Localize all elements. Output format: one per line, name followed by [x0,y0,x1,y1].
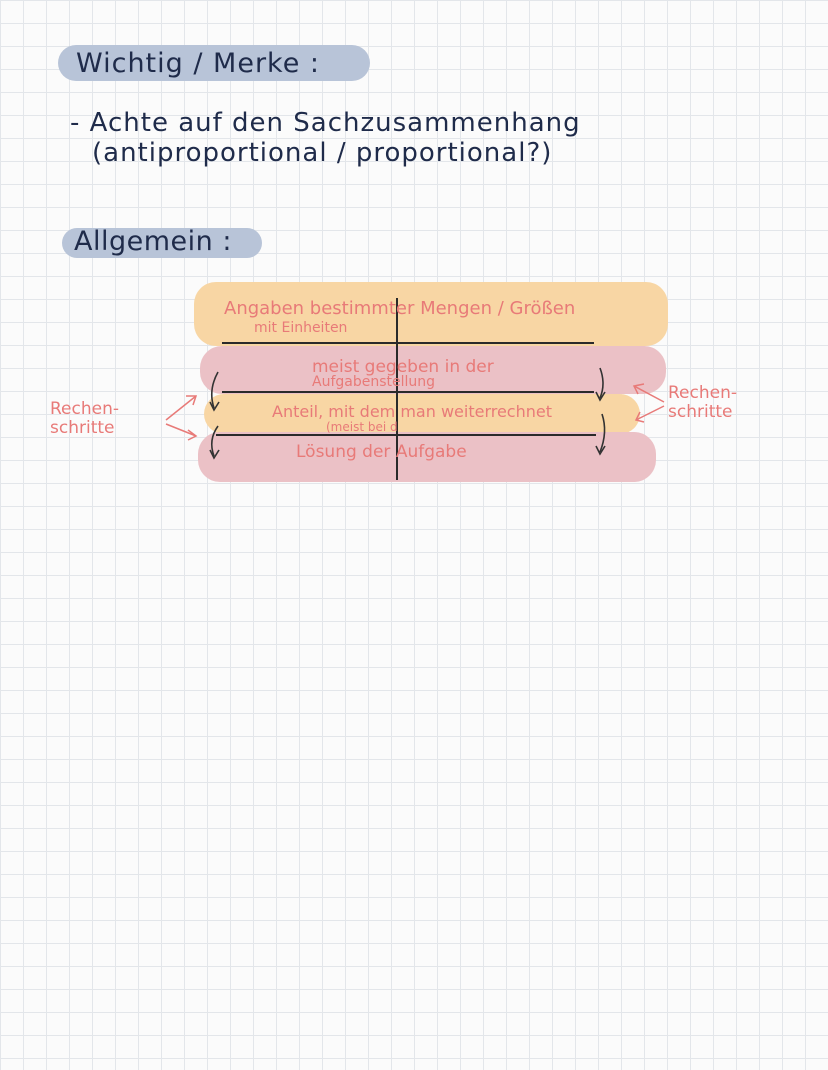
row1-text-1: Angaben bestimmter Mengen / Größen [224,298,576,319]
table-line-2 [222,391,594,393]
table-line-3 [216,434,596,436]
right-pink-arrowhead-up [632,383,645,395]
right-pink-arrow-up [633,385,665,403]
left-arrow-upper [209,401,220,412]
left-bracket-upper [210,371,219,409]
row2-text-1: meist gegeben in der [312,357,494,377]
right-arrow-upper [595,391,606,402]
right-label: Rechen- schritte [668,384,737,422]
heading-important: Wichtig / Merke : [58,45,370,81]
left-label: Rechen- schritte [50,400,119,438]
note-line-1: - Achte auf den Sachzusammenhang [70,108,581,138]
row3-text-2: (meist bei d [326,420,398,434]
table-line-1 [222,342,594,344]
heading-general: Allgemein : [62,226,262,258]
right-pink-arrowhead-down [634,411,645,423]
band-row-1 [194,282,668,346]
right-bracket-lower [599,413,606,453]
band-row-2 [200,346,666,394]
row2-text-2: Aufgabenstellung [312,374,436,390]
left-pink-arrow-up [165,395,197,421]
left-pink-arrowhead-down [187,429,198,441]
row1-text-2: mit Einheiten [254,320,348,336]
right-bracket-upper [599,367,604,399]
band-row-3 [204,394,640,434]
right-pink-arrow-down [635,405,665,421]
table-divider-vertical [396,298,398,480]
left-bracket-lower [210,425,219,457]
heading-general-text: Allgemein : [74,226,232,257]
row4-text-1: Lösung der Aufgabe [296,442,467,462]
row3-text-1: Anteil, mit dem man weiterrechnet [272,402,552,421]
right-label-line-1: Rechen- [668,383,737,403]
left-pink-arrow-down [165,423,197,437]
band-row-4 [198,432,656,482]
right-arrow-lower [595,445,606,456]
left-pink-arrowhead-up [186,395,198,406]
left-arrow-lower [209,449,220,460]
right-label-line-2: schritte [668,402,733,422]
note-line-2: (antiproportional / proportional?) [92,138,553,168]
heading-important-text: Wichtig / Merke : [76,48,321,79]
left-label-line-1: Rechen- [50,399,119,419]
left-label-line-2: schritte [50,418,115,438]
